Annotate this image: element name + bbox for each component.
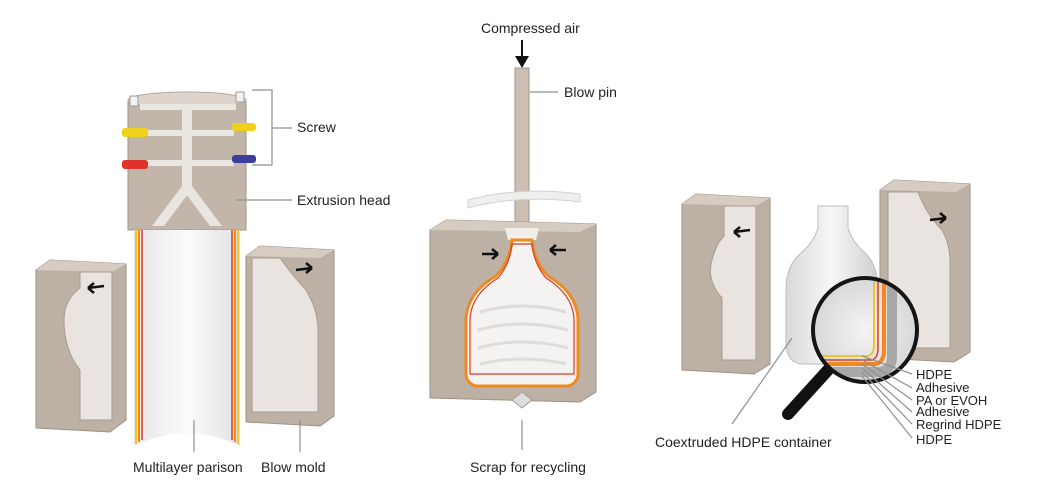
label-container: Coextruded HDPE container (655, 434, 832, 450)
mold-arrow-in-right (549, 244, 566, 256)
blow-mold-left-half (35, 259, 127, 433)
label-extrusion-head: Extrusion head (297, 192, 390, 208)
blowing-stage: Compressed air Blow pin Scrap for recycl… (429, 20, 617, 475)
extrusion-stage: Screw Extrusion head Multilayer parison … (35, 89, 390, 475)
screw-red-left (122, 160, 148, 169)
open-mold-arrow-left (733, 226, 751, 238)
container-stage: HDPE Adhesive PA or EVOH Adhesive Regrin… (655, 179, 1002, 450)
layer-label-3: PA or EVOH (916, 393, 987, 408)
screw-yellow-right (232, 123, 256, 131)
open-mold-left-half (681, 193, 771, 375)
mold-arrow-in-left (482, 248, 499, 260)
scrap-tail (511, 391, 533, 409)
layer-label-2: Adhesive (916, 380, 969, 395)
label-compressed-air: Compressed air (481, 20, 580, 36)
blown-container-cavity (464, 238, 580, 388)
layer-label-6: HDPE (916, 432, 952, 447)
layer-label-1: HDPE (916, 367, 952, 382)
label-blow-mold: Blow mold (261, 459, 326, 475)
mold-arrow-left (87, 282, 105, 294)
open-mold-arrow-right (929, 212, 947, 224)
layer-label-5: Regrind HDPE (916, 417, 1002, 432)
label-screw: Screw (297, 119, 337, 135)
layer-label-4: Adhesive (916, 404, 969, 419)
magnifier-icon (782, 276, 919, 420)
blow-pin (514, 67, 530, 239)
screw-yellow-left (122, 128, 148, 137)
multilayer-parison (134, 230, 240, 446)
label-blow-pin: Blow pin (564, 84, 617, 100)
screw-blue-right (232, 155, 256, 163)
mold-arrow-right (295, 262, 313, 274)
blow-mold-right-half (245, 245, 335, 427)
label-scrap: Scrap for recycling (470, 459, 586, 475)
label-multilayer-parison: Multilayer parison (133, 459, 243, 475)
air-arrow-icon (515, 56, 529, 68)
